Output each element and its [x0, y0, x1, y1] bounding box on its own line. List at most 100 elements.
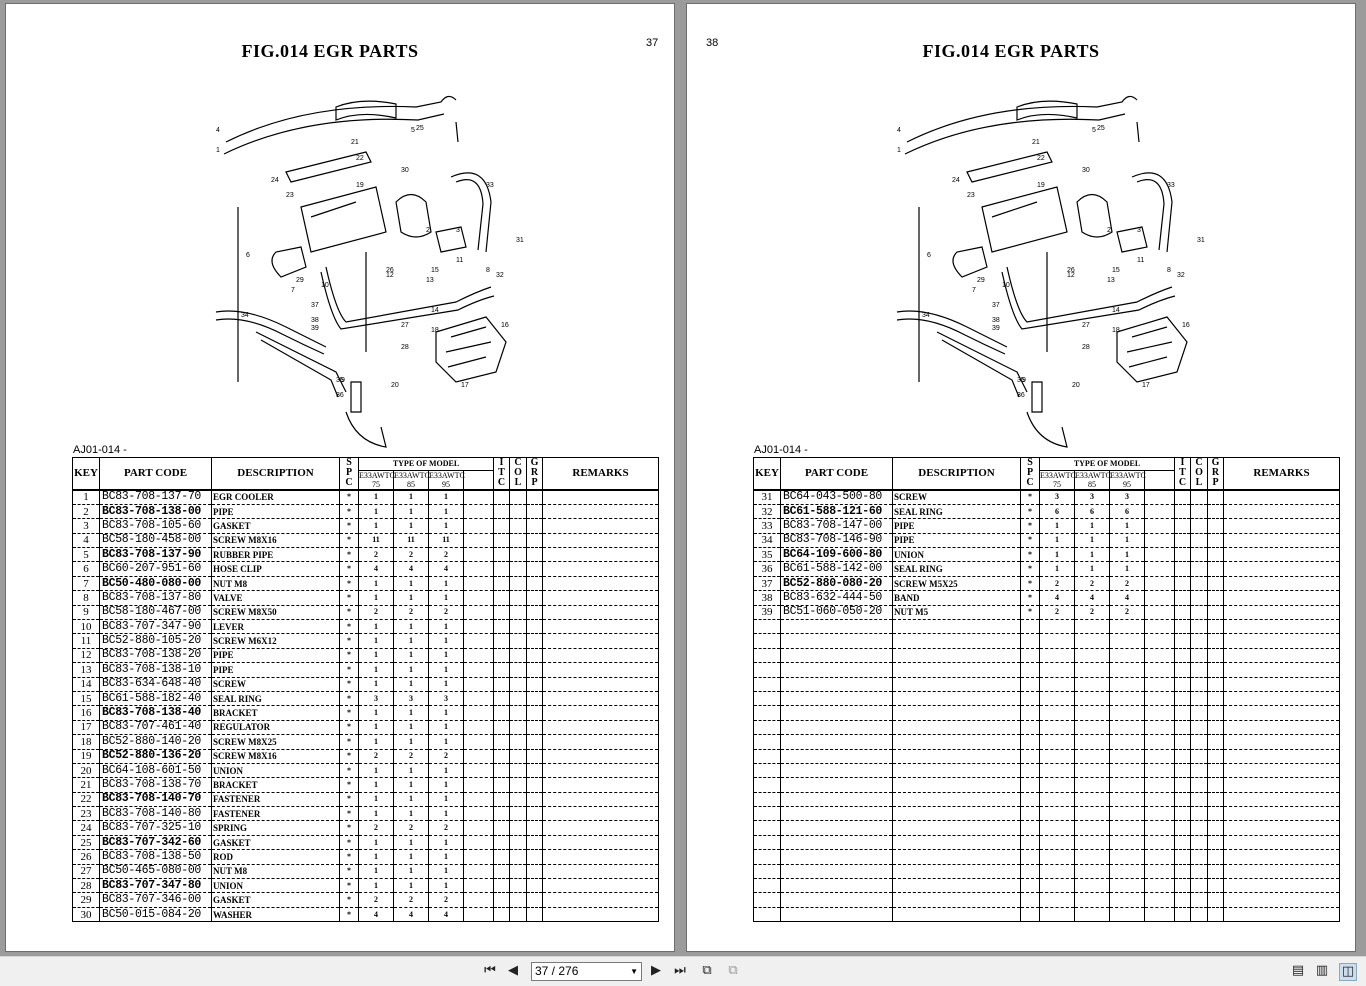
- row-itc: [493, 849, 510, 865]
- row-qty-blank: [463, 907, 494, 923]
- table-row: 1 BC83-708-137-70 EGR COOLER * 1 1 1: [72, 488, 659, 505]
- continuous-view-icon[interactable]: ▥: [1315, 963, 1329, 978]
- row-qty-85: 1: [1074, 533, 1110, 549]
- row-part-code: BC52-880-105-20: [99, 633, 212, 649]
- empty-cell: [1190, 864, 1208, 880]
- row-col: [509, 749, 527, 764]
- row-key: 28: [72, 878, 100, 894]
- empty-cell: [780, 864, 893, 880]
- row-col: [509, 576, 527, 592]
- diagram-callout: 21: [1032, 139, 1040, 146]
- row-qty-blank: [463, 892, 494, 908]
- table-row: 27 BC50-465-080-00 NUT M8 * 1 1 1: [72, 864, 659, 880]
- row-qty-85: 4: [393, 561, 429, 577]
- go-forward-view-icon[interactable]: ⧉: [728, 963, 738, 978]
- row-qty-85: 1: [1074, 561, 1110, 577]
- empty-cell: [753, 734, 781, 750]
- empty-cell: [780, 619, 893, 635]
- go-back-view-icon[interactable]: ⧉: [702, 963, 712, 978]
- row-itc: [493, 533, 510, 549]
- diagram-callout: 4: [216, 127, 220, 134]
- empty-cell: [1144, 864, 1175, 880]
- last-page-icon[interactable]: ⏭: [674, 963, 686, 978]
- empty-cell: [1207, 820, 1224, 836]
- row-itc: [493, 777, 510, 793]
- row-key: 29: [72, 892, 100, 908]
- empty-cell: [753, 633, 781, 649]
- empty-cell: [892, 835, 1021, 851]
- row-qty-85: 1: [393, 662, 429, 678]
- row-qty-85: 1: [1074, 518, 1110, 534]
- first-page-icon[interactable]: ⏮: [484, 963, 496, 978]
- empty-cell: [780, 677, 893, 692]
- diagram-line: [952, 246, 988, 278]
- diagram-line: [285, 151, 372, 183]
- row-key: 4: [72, 533, 100, 549]
- diagram-line: [1136, 179, 1165, 251]
- row-description: UNION: [211, 878, 340, 894]
- row-key: 13: [72, 662, 100, 678]
- header-model-blank: [463, 470, 494, 490]
- two-page-view-icon[interactable]: ◫: [1339, 963, 1357, 981]
- row-spc: *: [339, 662, 359, 678]
- single-page-view-icon[interactable]: ▤: [1291, 963, 1305, 978]
- diagram-line: [981, 186, 1068, 253]
- row-key: 19: [72, 749, 100, 764]
- row-remarks: [542, 518, 659, 534]
- row-key: 17: [72, 720, 100, 736]
- row-qty-75: 1: [358, 806, 394, 822]
- row-qty-75: 6: [1039, 504, 1075, 520]
- row-key: 27: [72, 864, 100, 880]
- diagram-callout: 35: [1017, 377, 1025, 384]
- row-key: 23: [72, 806, 100, 822]
- empty-cell: [892, 892, 1021, 908]
- next-page-icon[interactable]: ▶: [651, 963, 661, 978]
- diagram-line: [223, 113, 445, 155]
- row-part-code: BC83-707-347-90: [99, 619, 212, 635]
- empty-cell: [1174, 734, 1191, 750]
- table-row: 3 BC83-708-105-60 GASKET * 1 1 1: [72, 518, 659, 534]
- table-row-empty: [753, 777, 1340, 793]
- empty-cell: [1020, 633, 1040, 649]
- diagram-callout: 23: [967, 192, 975, 199]
- row-remarks: [542, 792, 659, 808]
- row-col: [1190, 488, 1208, 505]
- row-part-code: BC83-708-138-40: [99, 705, 212, 721]
- empty-cell: [1109, 763, 1145, 779]
- row-remarks: [542, 907, 659, 923]
- row-grp: [1207, 533, 1224, 549]
- row-key: 39: [753, 605, 781, 621]
- row-remarks: [542, 605, 659, 621]
- row-part-code: BC83-634-648-40: [99, 677, 212, 692]
- diagram-line: [325, 266, 492, 323]
- diagram-line: [991, 201, 1038, 218]
- empty-cell: [892, 763, 1021, 779]
- empty-cell: [1039, 892, 1075, 908]
- row-col: [509, 763, 527, 779]
- row-itc: [493, 878, 510, 894]
- previous-page-icon[interactable]: ◀: [508, 963, 518, 978]
- row-itc: [1174, 533, 1191, 549]
- table-row-empty: [753, 749, 1340, 764]
- row-spc: *: [339, 533, 359, 549]
- table-row-empty: [753, 820, 1340, 836]
- page-number-select[interactable]: 37 / 276 ▼: [531, 962, 642, 981]
- diagram-line: [435, 226, 467, 253]
- table-row: 29 BC83-707-346-00 GASKET * 2 2 2: [72, 892, 659, 908]
- diagram-line: [225, 95, 457, 143]
- row-description: UNION: [892, 547, 1021, 563]
- row-spc: *: [1020, 590, 1040, 606]
- diagram-callout: 1: [216, 147, 220, 154]
- empty-cell: [1223, 691, 1340, 707]
- empty-cell: [1109, 734, 1145, 750]
- page-number-value: 37 / 276: [535, 964, 579, 978]
- row-grp: [526, 878, 543, 894]
- diagram-callout: 7: [972, 287, 976, 294]
- row-qty-95: 2: [428, 892, 464, 908]
- empty-cell: [1190, 691, 1208, 707]
- header-key: KEY: [72, 457, 100, 490]
- row-remarks: [542, 504, 659, 520]
